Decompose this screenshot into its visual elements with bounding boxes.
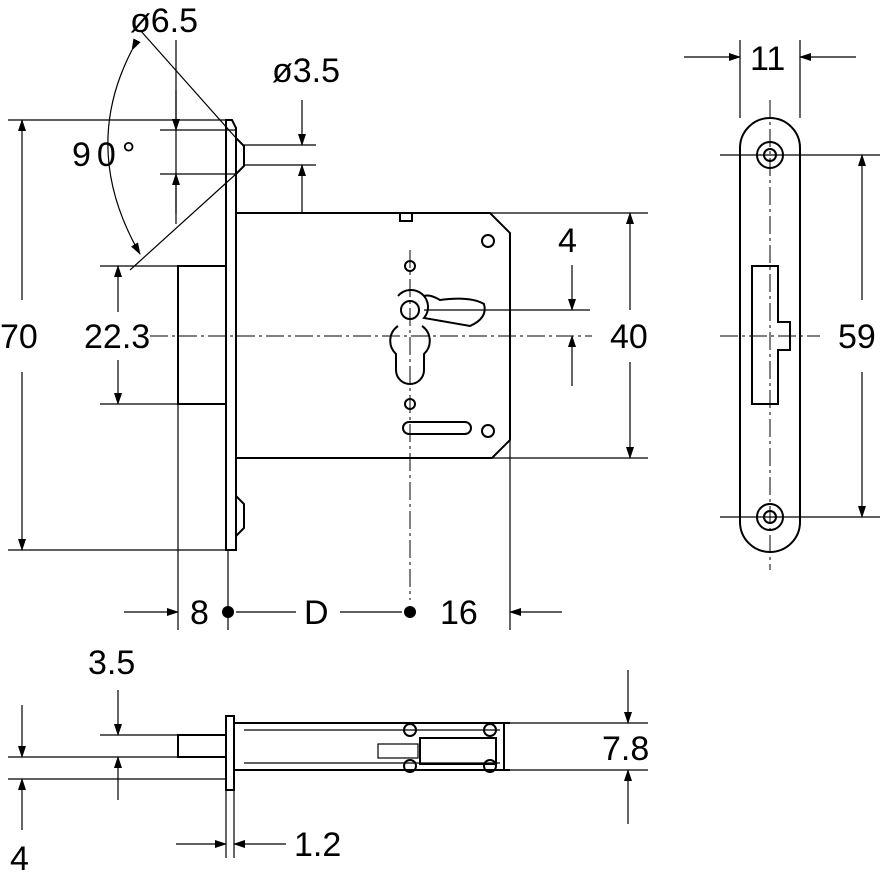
latch-bolt <box>177 265 227 405</box>
faceplate-edge <box>225 715 235 791</box>
plate-offset-label: 4 <box>10 840 29 878</box>
top-countersink <box>235 137 245 175</box>
bolt-edge <box>177 734 227 758</box>
small-hole <box>404 398 416 410</box>
faceplate-height-label: 70 <box>0 318 38 356</box>
keyhole-lever <box>397 289 486 328</box>
dimension-dot <box>404 606 416 618</box>
strike-slot <box>751 265 791 405</box>
rear-distance-label: 16 <box>440 594 478 632</box>
faceplate <box>225 119 237 551</box>
keyhole-cylinder <box>389 325 431 385</box>
bottom-view <box>8 670 648 858</box>
strike-width-label: 11 <box>750 40 785 78</box>
plate-thickness-label: 1.2 <box>294 826 341 864</box>
hole-diameter-label: ø3.5 <box>272 52 340 90</box>
front-view <box>8 29 648 630</box>
body-thickness-label: 7.8 <box>602 730 649 768</box>
keyhole-spindle <box>400 300 420 320</box>
strike-plate-view <box>684 40 880 570</box>
hole-spacing-label: 59 <box>838 318 876 356</box>
screw-hole <box>481 424 495 438</box>
bottom-countersink <box>235 495 245 537</box>
body-height-label: 40 <box>610 318 648 356</box>
keyhole-offset-label: 4 <box>558 222 577 260</box>
body-notch <box>399 212 413 222</box>
slot <box>402 421 472 435</box>
dimension-dot <box>222 606 234 618</box>
faceplate-depth-label: 8 <box>190 594 209 632</box>
bolt-height-label: 22.3 <box>84 318 150 356</box>
small-hole <box>404 260 416 272</box>
backset-label: D <box>304 594 329 632</box>
countersink-diameter-label: ø6.5 <box>130 2 198 40</box>
countersink-angle-label: 90° <box>72 136 141 174</box>
screw-hole <box>481 234 495 248</box>
bolt-offset-label: 3.5 <box>88 644 135 682</box>
